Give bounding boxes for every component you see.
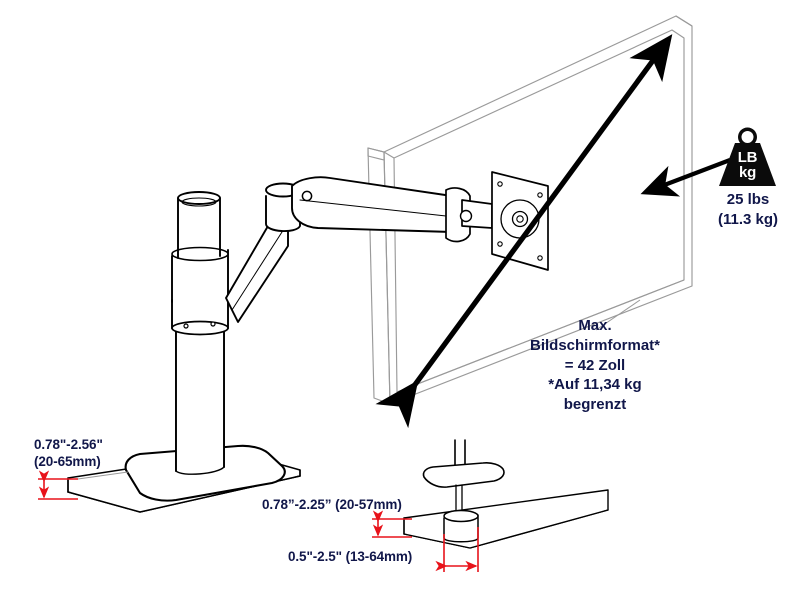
- desk-clamp-callout: 0.78"-2.56" (20-65mm): [34, 437, 103, 471]
- spec-line-4: *Auf 11,34 kg: [548, 376, 642, 394]
- spec-line-3: = 42 Zoll: [564, 356, 626, 374]
- grommet-hole-callout: 0.5"-2.5" (13-64mm): [288, 549, 413, 564]
- weight-capacity-label: 25 lbs (11.3 kg): [700, 190, 796, 229]
- spec-line-5: begrenzt: [563, 396, 627, 414]
- grommet-thickness-callout: 0.78”-2.25” (20-57mm): [262, 497, 402, 512]
- desk-thickness-dimension: [38, 470, 78, 500]
- screen-size-spec: Max. Bildschirmformat* = 42 Zoll *Auf 11…: [487, 316, 703, 415]
- spec-line-2: Bildschirmformat*: [529, 336, 661, 354]
- weight-pointer-arrow: [640, 158, 731, 197]
- spec-line-1: Max.: [578, 317, 612, 334]
- weight-imperial: 25 lbs: [726, 191, 770, 208]
- grommet-thickness-dimension: [372, 510, 412, 538]
- grommet-hole-dimension: [435, 527, 479, 572]
- desk-clamp-imperial: 0.78"-2.56": [34, 437, 103, 452]
- desk-clamp-metric: (20-65mm): [34, 453, 101, 469]
- weight-metric: (11.3 kg): [717, 210, 779, 228]
- screen-diagonal-arrow: [375, 34, 673, 429]
